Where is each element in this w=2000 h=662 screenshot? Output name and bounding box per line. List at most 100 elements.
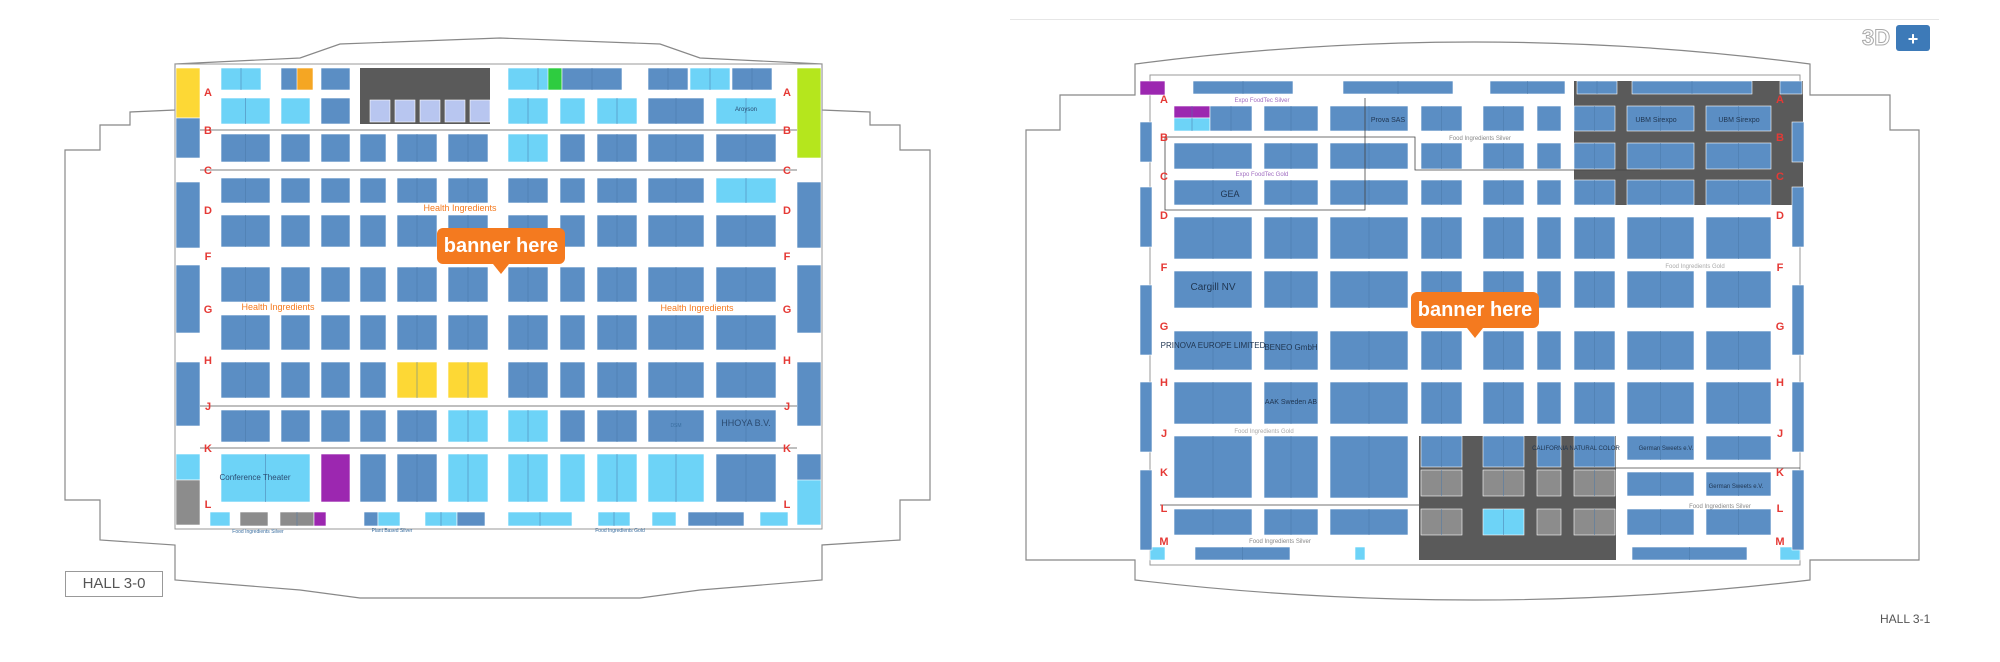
row-letter: L [784,499,791,511]
booth[interactable] [1536,469,1562,497]
booth[interactable] [1139,121,1153,163]
banner-placeholder[interactable]: banner here [1411,292,1539,338]
booth[interactable] [1536,270,1562,309]
booth[interactable] [559,453,586,503]
booth[interactable] [280,177,311,204]
row-letter: F [205,251,212,263]
booth[interactable] [296,67,314,91]
booth[interactable] [359,214,387,248]
booth[interactable] [1791,284,1805,356]
booth[interactable] [175,453,201,481]
booth[interactable] [363,511,379,527]
booth[interactable] [175,264,201,334]
booth[interactable] [1536,142,1562,170]
booth[interactable] [359,314,387,351]
booth[interactable] [280,214,311,248]
booth[interactable] [1354,546,1366,561]
booth[interactable] [280,361,311,399]
booth[interactable] [280,266,311,303]
row-letter: D [1776,210,1784,222]
booth[interactable] [547,67,563,91]
booth[interactable] [796,264,822,334]
booth[interactable] [280,314,311,351]
booth[interactable] [1536,508,1562,536]
booth[interactable] [175,361,201,427]
booth[interactable] [1139,381,1153,453]
booth[interactable] [559,314,586,351]
booth[interactable] [559,97,586,125]
booth[interactable] [796,361,822,427]
row-letter: D [783,205,791,217]
booth-name: Plant Based Silver [372,528,413,534]
booth[interactable] [320,409,351,443]
booth[interactable] [1149,546,1166,561]
booth[interactable] [1139,80,1166,96]
booth[interactable] [759,511,789,527]
booth[interactable] [1791,121,1805,163]
booth[interactable] [456,511,486,527]
booth[interactable] [280,409,311,443]
booth[interactable] [1536,179,1562,206]
booth[interactable] [419,99,441,123]
booth[interactable] [209,511,231,527]
booth[interactable] [320,266,351,303]
booth[interactable] [320,314,351,351]
booth[interactable] [1791,469,1805,551]
booth[interactable] [796,67,822,159]
booth[interactable] [175,117,201,159]
booth[interactable] [377,511,401,527]
booth[interactable] [559,361,586,399]
booth[interactable] [175,479,201,526]
booth[interactable] [559,177,586,204]
row-letter: M [1159,536,1168,548]
booth[interactable] [359,361,387,399]
booth[interactable] [313,511,327,527]
booth[interactable] [1139,284,1153,356]
booth[interactable] [1139,469,1153,551]
row-letter: G [1776,321,1785,333]
booth[interactable] [1791,186,1805,248]
booth[interactable] [359,177,387,204]
booth[interactable] [394,99,416,123]
booth[interactable] [320,177,351,204]
booth[interactable] [559,266,586,303]
booth[interactable] [280,97,311,125]
booth[interactable] [1791,381,1805,453]
booth[interactable] [1779,80,1803,95]
booth[interactable] [1536,435,1562,468]
booth[interactable] [559,133,586,163]
booth[interactable] [320,133,351,163]
booth[interactable] [320,453,351,503]
booth[interactable] [796,181,822,249]
booth[interactable] [175,67,201,119]
booth[interactable] [369,99,391,123]
booth[interactable] [320,214,351,248]
booth[interactable] [359,409,387,443]
booth[interactable] [239,511,269,527]
booth[interactable] [1536,330,1562,371]
booth[interactable] [175,181,201,249]
booth[interactable] [559,409,586,443]
booth[interactable] [469,99,491,123]
booth[interactable] [651,511,677,527]
booth[interactable] [1536,381,1562,425]
booth[interactable] [359,453,387,503]
booth[interactable] [1536,216,1562,260]
banner-placeholder[interactable]: banner here [437,228,565,274]
booth[interactable] [280,133,311,163]
booth[interactable] [320,97,351,125]
booth[interactable] [359,133,387,163]
booth[interactable] [444,99,466,123]
zoom-in-button[interactable]: + [1896,25,1930,51]
booth-name: AAK Sweden AB [1265,399,1317,406]
booth[interactable] [1536,105,1562,132]
booth[interactable] [359,266,387,303]
booth[interactable] [320,361,351,399]
view-3d-toggle[interactable]: 3D [1861,25,1891,51]
booth[interactable] [796,479,822,526]
booth[interactable] [1139,186,1153,248]
booth[interactable] [320,67,351,91]
